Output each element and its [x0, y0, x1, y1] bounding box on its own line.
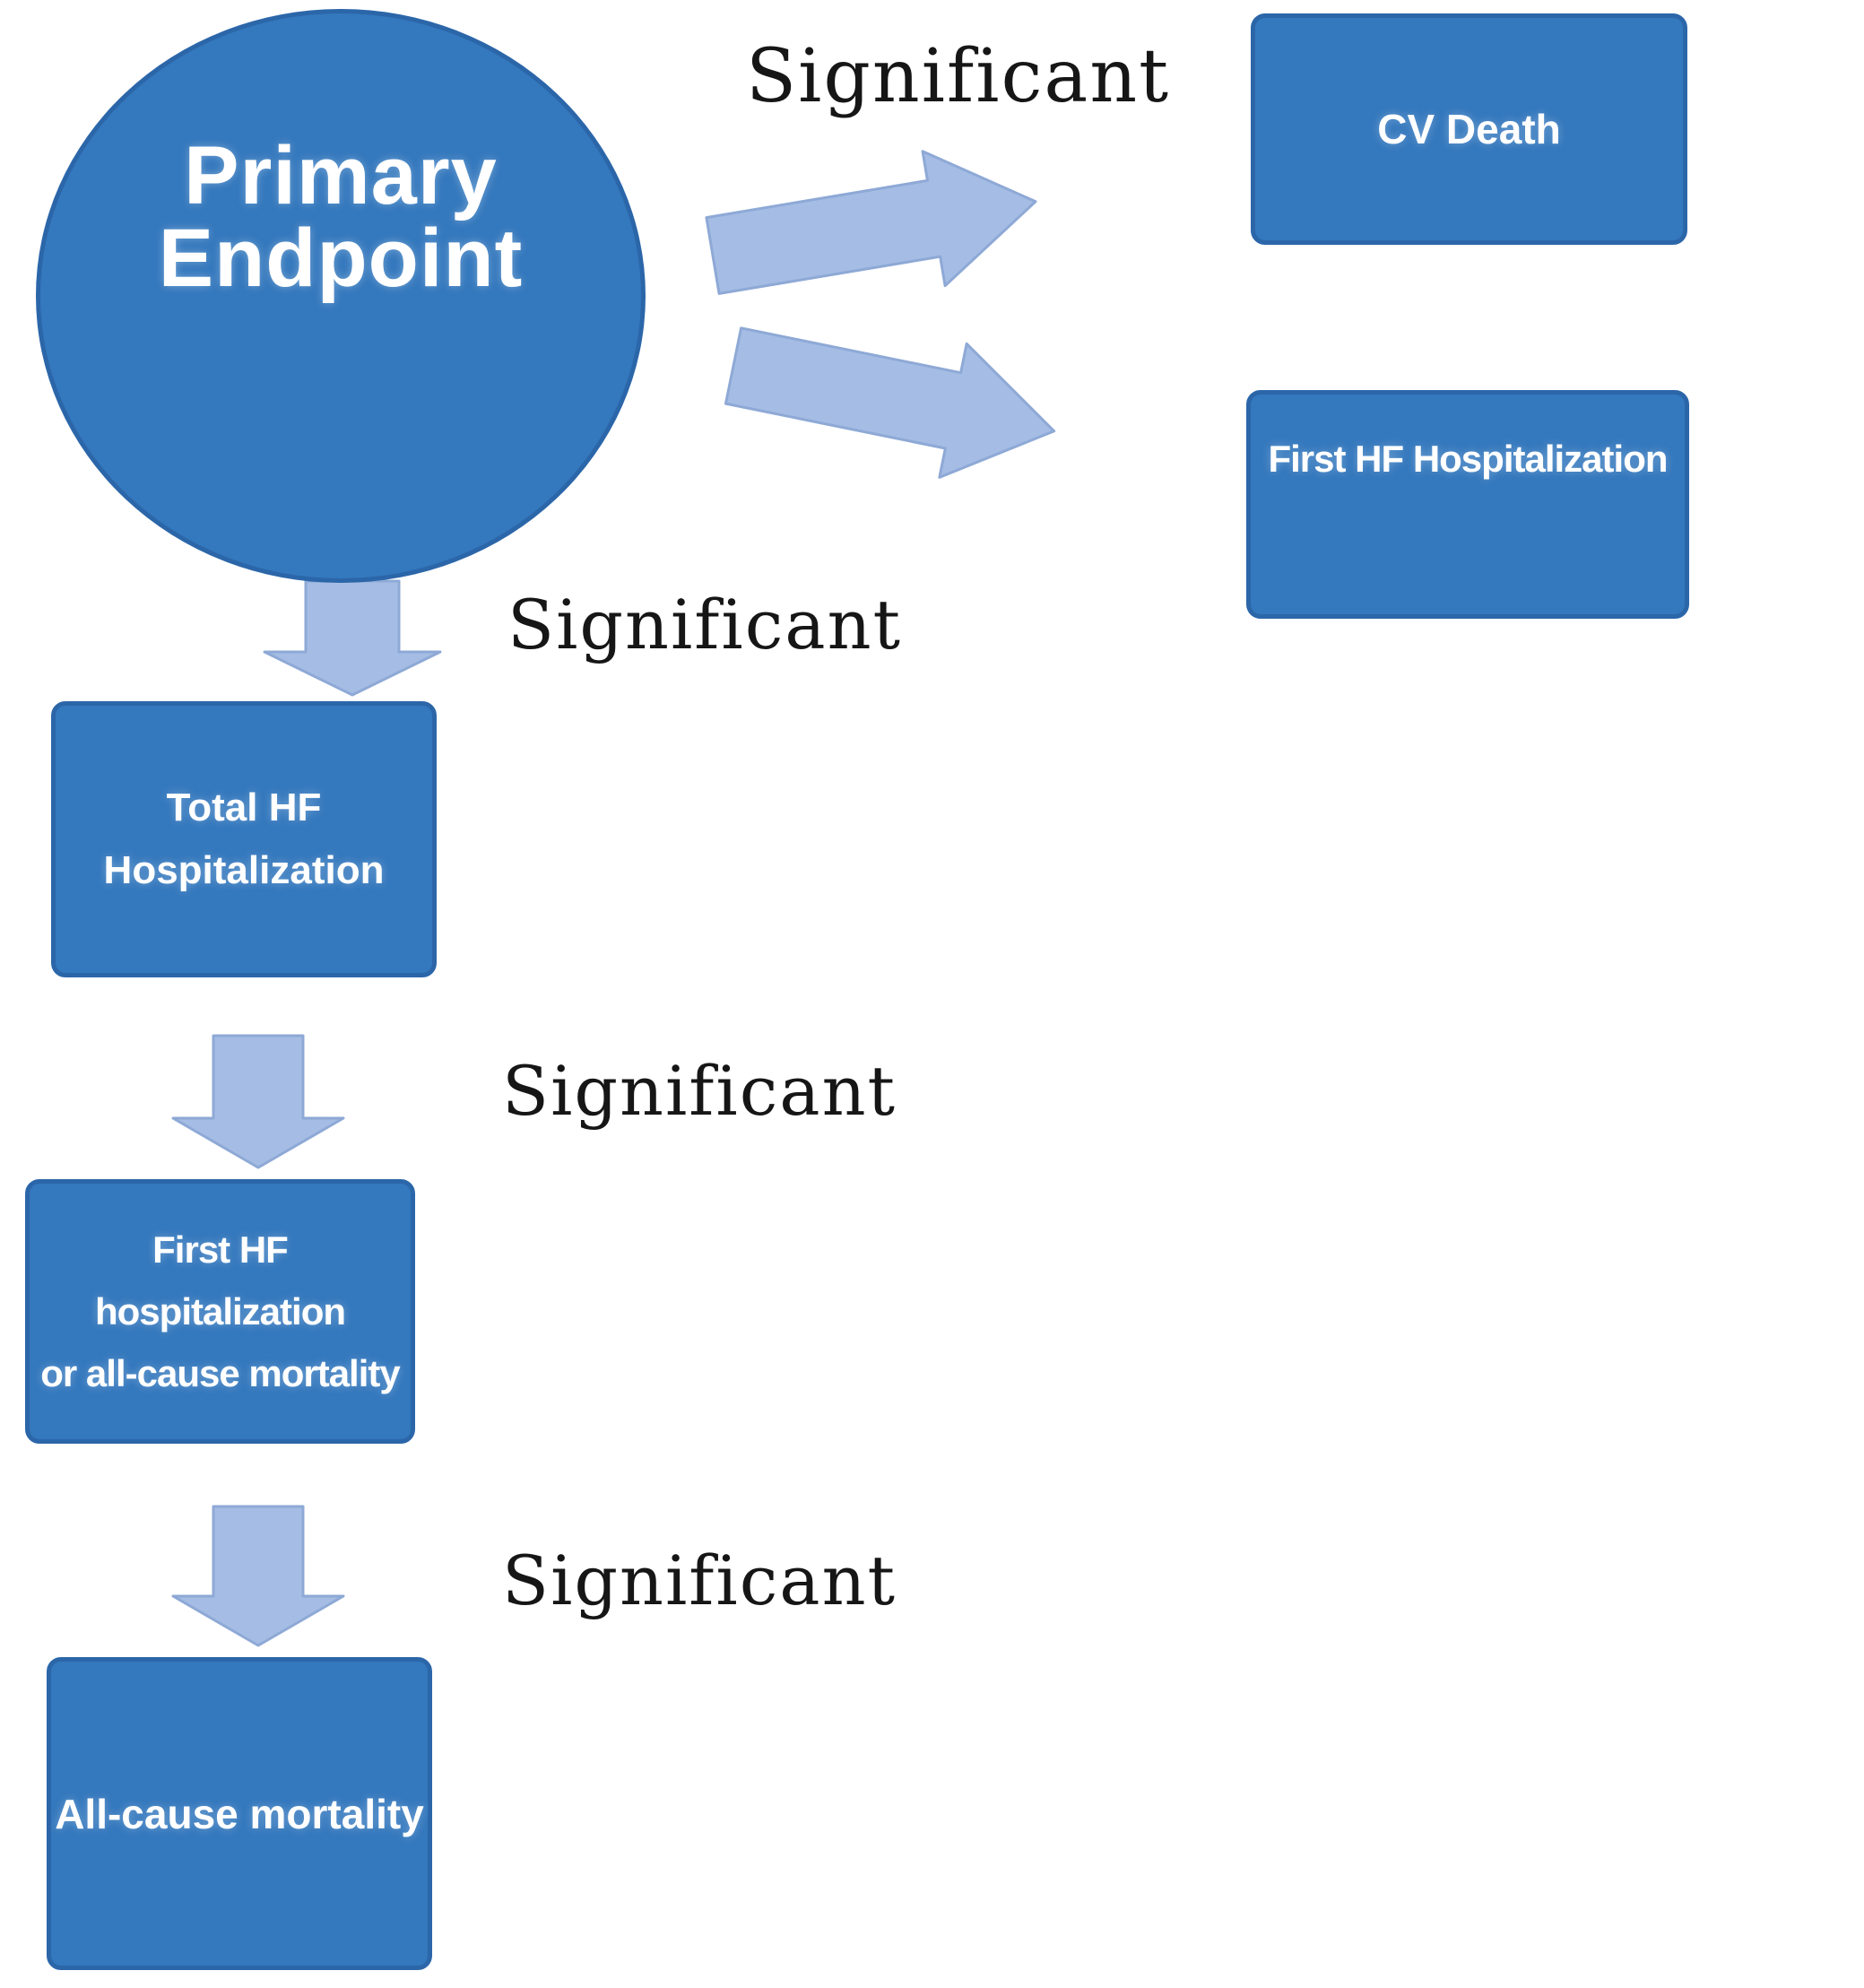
primary-endpoint-label-line2: Endpoint: [158, 213, 524, 304]
primary-endpoint-label-line1: Primary: [184, 130, 498, 221]
first-hf-or-mortality-label: First HF hospitalization or all-cause mo…: [30, 1219, 411, 1405]
right-arrow-icon-to-first-hf-hospitalization: [724, 326, 1056, 479]
node-first-hf-hosp-or-all-cause-mortality: First HF hospitalization or all-cause mo…: [25, 1179, 415, 1444]
all-cause-mortality-label: All-cause mortality: [55, 1790, 424, 1837]
node-total-hf-hospitalization: Total HF Hospitalization: [51, 701, 437, 977]
right-arrow-icon-to-cv-death: [705, 150, 1037, 295]
node-primary-endpoint: Primary Endpoint: [36, 9, 646, 583]
primary-endpoint-label: Primary Endpoint: [159, 135, 524, 300]
edge-label-significant-to-all-cause-mortality: Significant: [502, 1541, 897, 1620]
first-hf-or-mortality-label-line1: First HF hospitalization: [95, 1228, 346, 1333]
first-hf-hospitalization-label: First HF Hospitalization: [1268, 438, 1668, 480]
node-first-hf-hospitalization: First HF Hospitalization: [1246, 390, 1689, 619]
edge-label-significant-total-hf-to-first-hf-or-mortality: Significant: [502, 1051, 897, 1131]
down-arrow-icon-to-first-hf-or-mortality: [171, 1034, 345, 1169]
total-hf-hospitalization-label: Total HF Hospitalization: [104, 777, 385, 903]
total-hf-label-line1: Total HF: [166, 785, 322, 829]
edge-label-significant-primary-to-total-hf: Significant: [507, 585, 903, 664]
down-arrow-icon-to-all-cause-mortality: [171, 1505, 345, 1647]
down-arrow-icon-to-total-hf-hospitalization: [263, 579, 442, 697]
node-cv-death: CV Death: [1251, 13, 1687, 245]
cv-death-label: CV Death: [1377, 106, 1561, 152]
node-all-cause-mortality: All-cause mortality: [47, 1657, 432, 1970]
total-hf-label-line2: Hospitalization: [103, 848, 385, 892]
edge-label-significant-primary-to-components: Significant: [746, 34, 1171, 119]
first-hf-or-mortality-label-line2: or all-cause mortality: [40, 1352, 400, 1395]
